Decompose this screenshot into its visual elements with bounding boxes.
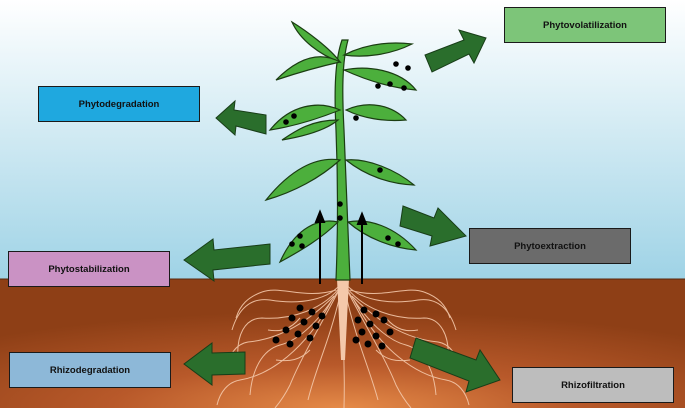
label-rhizodegradation-text: Rhizodegradation bbox=[50, 365, 130, 376]
label-phytostabilization: Phytostabilization bbox=[8, 251, 170, 287]
label-phytodegradation: Phytodegradation bbox=[38, 86, 200, 122]
label-rhizofiltration-text: Rhizofiltration bbox=[561, 380, 625, 391]
label-phytovolatilization-text: Phytovolatilization bbox=[543, 20, 627, 31]
label-phytoextraction: Phytoextraction bbox=[469, 228, 631, 264]
label-phytostabilization-text: Phytostabilization bbox=[48, 264, 129, 275]
label-phytovolatilization: Phytovolatilization bbox=[504, 7, 666, 43]
label-rhizodegradation: Rhizodegradation bbox=[9, 352, 171, 388]
label-phytoextraction-text: Phytoextraction bbox=[514, 241, 586, 252]
label-rhizofiltration: Rhizofiltration bbox=[512, 367, 674, 403]
label-phytodegradation-text: Phytodegradation bbox=[79, 99, 160, 110]
